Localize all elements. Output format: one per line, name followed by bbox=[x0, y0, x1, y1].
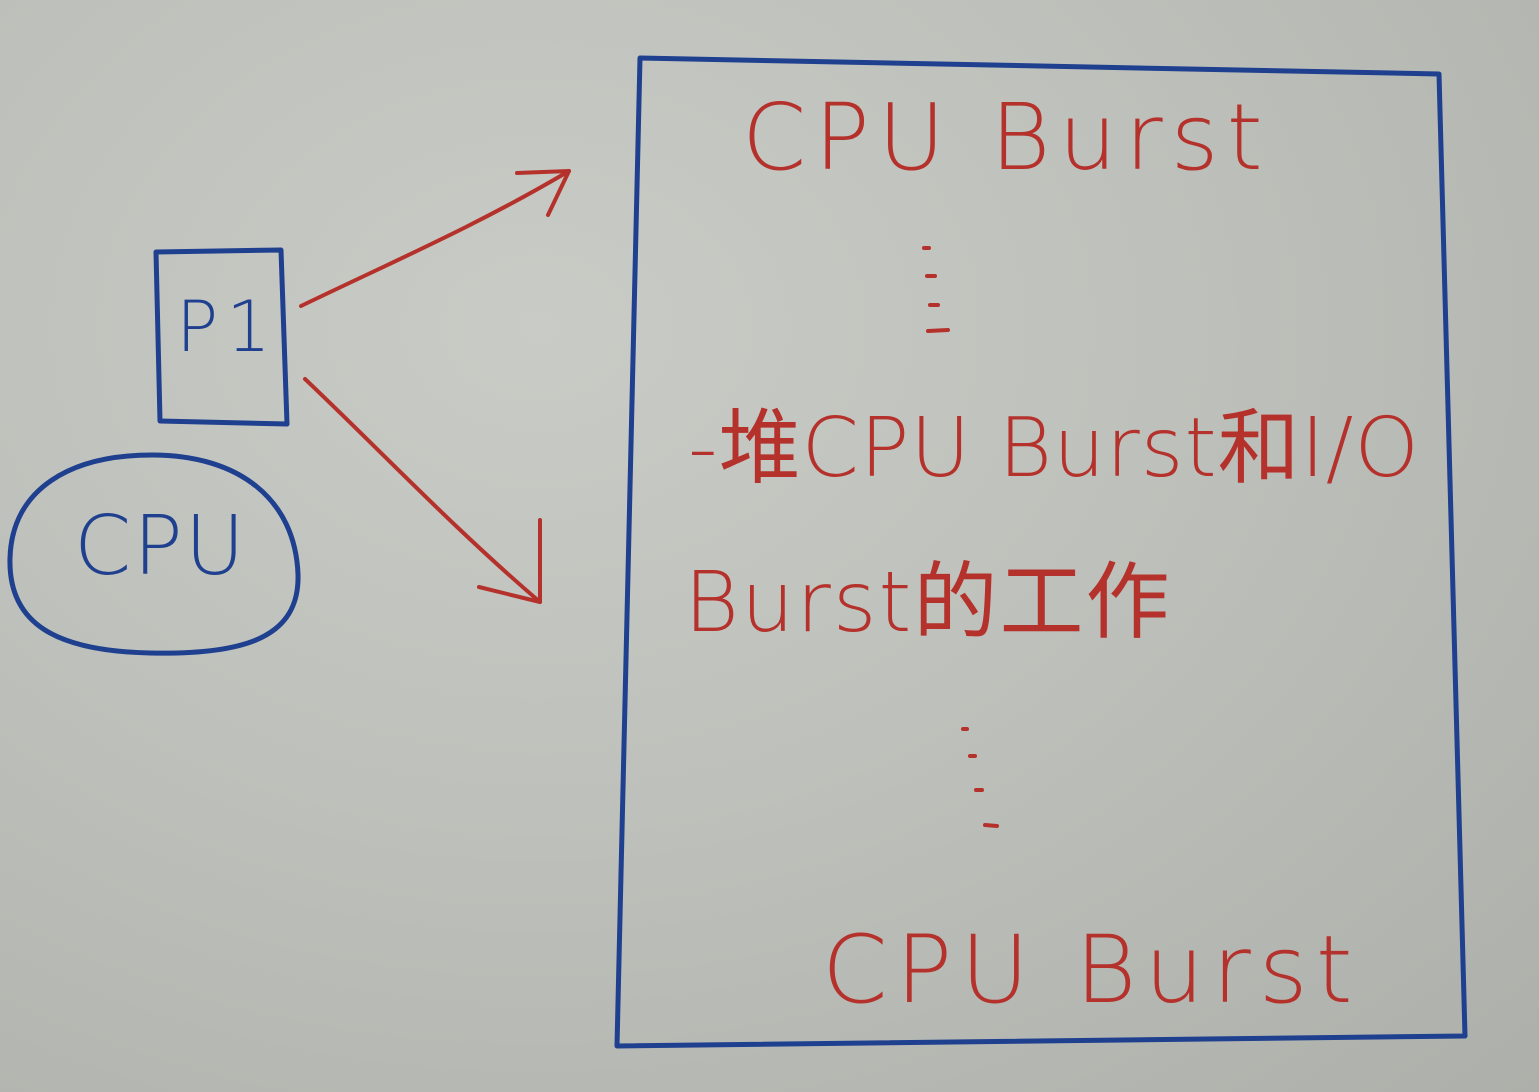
mixed-burst-label-line-1: -堆CPU Burst和I/O bbox=[688, 401, 1420, 496]
red-arrow-icon bbox=[303, 377, 542, 604]
p1-box bbox=[153, 247, 290, 427]
vertical-ellipsis-icon bbox=[961, 727, 999, 828]
red-arrow-icon bbox=[515, 169, 571, 217]
top-cpu-burst-label: CPU Burst bbox=[742, 84, 1271, 191]
red-arrow-icon bbox=[477, 518, 542, 604]
cpu-label: CPU bbox=[74, 499, 247, 594]
burst-container bbox=[614, 55, 1468, 1049]
mixed-burst-label-line-2: Burst的工作 bbox=[684, 553, 1172, 651]
red-arrow-icon bbox=[299, 169, 571, 308]
bottom-cpu-burst-label: CPU Burst bbox=[822, 916, 1361, 1025]
process-label: P1 bbox=[176, 286, 279, 368]
cpu-oval bbox=[7, 452, 301, 656]
vertical-ellipsis-icon bbox=[922, 246, 950, 333]
